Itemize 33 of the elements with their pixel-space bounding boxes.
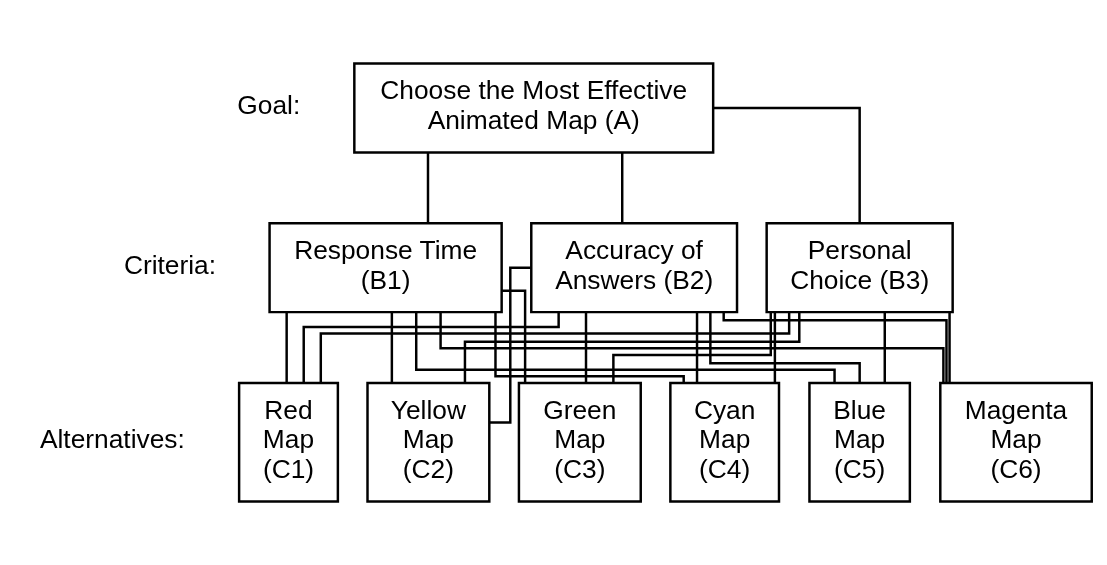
node-box: Blue Map (C5) <box>808 381 912 503</box>
connector <box>319 312 791 383</box>
connector <box>285 312 288 383</box>
connector <box>883 312 886 383</box>
node-box: Red Map (C1) <box>237 381 340 503</box>
node-box: Magenta Map (C6) <box>939 381 1093 503</box>
connector <box>773 312 777 383</box>
connector <box>584 312 588 383</box>
connector <box>695 312 699 383</box>
connector <box>494 312 685 383</box>
connector <box>489 266 531 424</box>
connector <box>415 312 836 383</box>
connector <box>948 312 951 383</box>
node-box: Response Time (B1) <box>268 222 503 314</box>
connector <box>390 312 394 383</box>
node-box: Accuracy of Answers (B2) <box>530 222 739 314</box>
connector <box>612 312 772 383</box>
node-box: Green Map (C3) <box>517 381 642 503</box>
label: Criteria: <box>123 249 217 280</box>
connector <box>502 289 527 383</box>
label: Alternatives: <box>39 424 185 455</box>
connector <box>426 152 430 223</box>
connector <box>439 312 945 383</box>
connector <box>302 312 560 383</box>
connector <box>722 312 948 383</box>
node-box: Yellow Map (C2) <box>366 381 491 503</box>
node-box: Personal Choice (B3) <box>765 222 954 314</box>
connector <box>463 312 801 383</box>
connector <box>713 106 861 224</box>
node-box: Cyan Map (C4) <box>669 381 781 503</box>
label: Goal: <box>237 90 301 121</box>
connector <box>621 152 624 223</box>
node-box: Choose the Most Effective Animated Map (A) <box>353 62 715 154</box>
